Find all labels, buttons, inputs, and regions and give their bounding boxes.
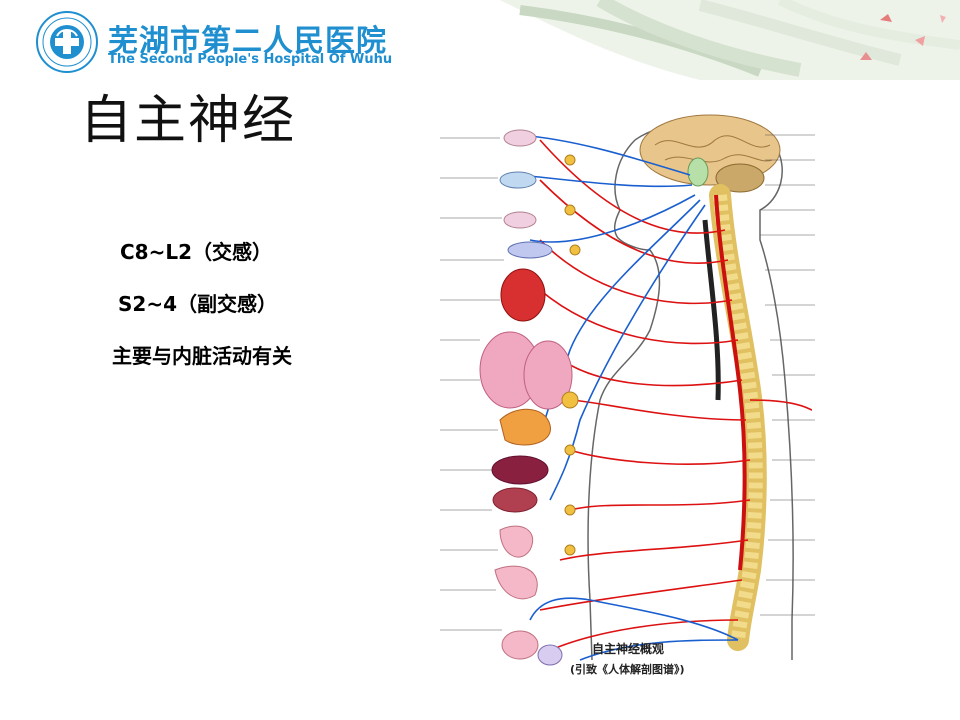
figure-caption: 自主神经概观 [592,642,665,656]
figure-source: (引致《人体解剖图谱》) [570,663,685,676]
hospital-name-cn: 芜湖市第二人民医院 [108,24,387,59]
hospital-cross-logo-icon [35,10,99,74]
bullet-visceral-function: 主要与内脏活动有关 [112,344,292,368]
bullet-sympathetic: C8~L2（交感） [120,240,273,264]
slide-title: 自主神经 [80,91,297,151]
header-banner [0,0,960,80]
hospital-name-en: The Second People's Hospital Of Wuhu [108,52,393,67]
autonomic-nervous-system-anatomy-illustration [420,100,820,690]
bullet-parasympathetic: S2~4（副交感） [118,292,277,316]
banner-decoration [500,0,960,80]
